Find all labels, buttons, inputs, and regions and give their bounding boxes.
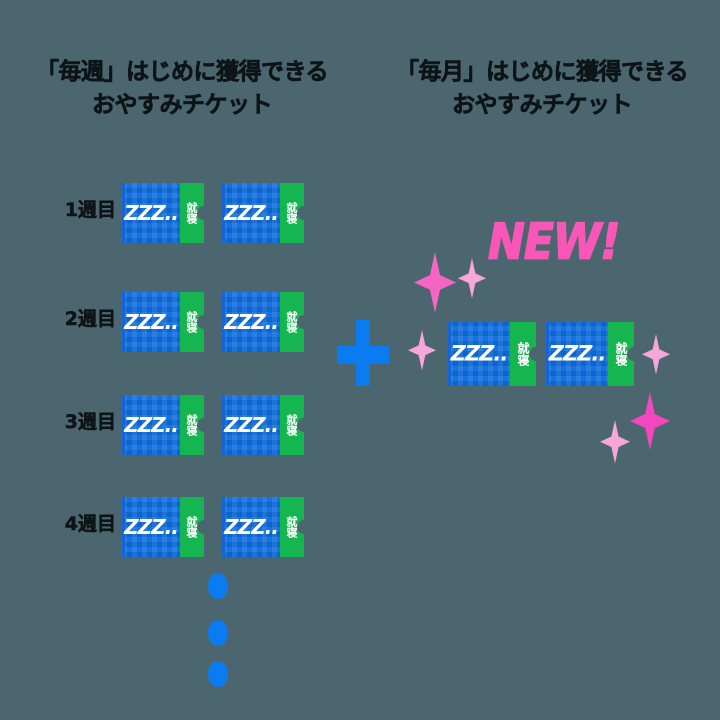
- ticket-body: ZZZ..: [448, 322, 510, 386]
- week-label: 1週目: [64, 199, 117, 222]
- ticket-stub-label: 就寝: [285, 516, 298, 538]
- weekly-section-title: 「毎週」はじめに獲得できる おやすみチケット: [22, 56, 342, 123]
- continuation-dot: [208, 620, 228, 646]
- ticket-zzz-label: ZZZ..: [224, 310, 279, 334]
- ticket-stub-label: 就寝: [285, 311, 298, 333]
- sleep-ticket: ZZZ.. 就寝: [122, 497, 204, 557]
- monthly-section-title: 「毎月」はじめに獲得できる おやすみチケット: [382, 56, 702, 123]
- ticket-body: ZZZ..: [222, 395, 280, 455]
- sleep-ticket: ZZZ.. 就寝: [122, 395, 204, 455]
- ticket-stub-label: 就寝: [185, 202, 198, 224]
- weekly-title-line1: 「毎週」はじめに獲得できる: [35, 59, 329, 86]
- sparkle-icon: [458, 258, 486, 299]
- ticket-zzz-label: ZZZ..: [124, 413, 179, 437]
- ticket-body: ZZZ..: [222, 292, 280, 352]
- ticket-body: ZZZ..: [122, 395, 180, 455]
- sleep-ticket: ZZZ.. 就寝: [222, 395, 304, 455]
- ticket-stub: 就寝: [280, 395, 304, 455]
- sparkle-icon: [408, 330, 436, 371]
- ticket-zzz-label: ZZZ..: [548, 341, 607, 366]
- monthly-title-line2: おやすみチケット: [452, 92, 633, 119]
- ticket-stub: 就寝: [608, 322, 634, 386]
- ticket-body: ZZZ..: [546, 322, 608, 386]
- ticket-body: ZZZ..: [222, 183, 280, 243]
- ticket-zzz-label: ZZZ..: [224, 201, 279, 225]
- sparkle-icon: [642, 334, 670, 375]
- ticket-zzz-label: ZZZ..: [224, 413, 279, 437]
- new-badge: NEW!: [487, 213, 621, 271]
- plus-icon: [337, 320, 389, 386]
- sleep-ticket: ZZZ.. 就寝: [122, 292, 204, 352]
- continuation-dot: [208, 573, 228, 599]
- plus-horizontal-bar: [337, 346, 389, 364]
- week-row: 3週目 ZZZ.. 就寝 ZZZ.. 就寝: [52, 395, 322, 457]
- ticket-body: ZZZ..: [222, 497, 280, 557]
- ticket-zzz-label: ZZZ..: [124, 515, 179, 539]
- ticket-stub: 就寝: [180, 183, 204, 243]
- ticket-zzz-label: ZZZ..: [124, 201, 179, 225]
- sparkle-icon: [414, 252, 456, 313]
- sleep-ticket: ZZZ.. 就寝: [222, 183, 304, 243]
- continuation-dot: [208, 661, 228, 687]
- sleep-ticket: ZZZ.. 就寝: [448, 322, 536, 386]
- ticket-stub-label: 就寝: [285, 202, 298, 224]
- ticket-zzz-label: ZZZ..: [224, 515, 279, 539]
- ticket-body: ZZZ..: [122, 497, 180, 557]
- sleep-ticket: ZZZ.. 就寝: [222, 497, 304, 557]
- ticket-zzz-label: ZZZ..: [450, 341, 509, 366]
- ticket-stub: 就寝: [180, 292, 204, 352]
- monthly-title-line1: 「毎月」はじめに獲得できる: [395, 59, 689, 86]
- ticket-stub-label: 就寝: [185, 311, 198, 333]
- sleep-ticket: ZZZ.. 就寝: [222, 292, 304, 352]
- week-row: 2週目 ZZZ.. 就寝 ZZZ.. 就寝: [52, 292, 322, 354]
- ticket-stub: 就寝: [180, 497, 204, 557]
- ticket-stub-label: 就寝: [516, 342, 530, 366]
- ticket-body: ZZZ..: [122, 292, 180, 352]
- weekly-title-line2: おやすみチケット: [92, 92, 273, 119]
- ticket-stub: 就寝: [280, 497, 304, 557]
- sparkle-icon: [630, 392, 670, 450]
- ticket-stub: 就寝: [280, 183, 304, 243]
- ticket-stub: 就寝: [510, 322, 536, 386]
- ticket-stub: 就寝: [180, 395, 204, 455]
- ticket-body: ZZZ..: [122, 183, 180, 243]
- week-label: 2週目: [64, 308, 117, 331]
- ticket-stub-label: 就寝: [185, 414, 198, 436]
- ticket-stub-label: 就寝: [185, 516, 198, 538]
- sleep-ticket: ZZZ.. 就寝: [546, 322, 634, 386]
- ticket-stub: 就寝: [280, 292, 304, 352]
- week-row: 1週目 ZZZ.. 就寝 ZZZ.. 就寝: [52, 183, 322, 245]
- sparkle-icon: [600, 420, 630, 464]
- week-label: 3週目: [64, 411, 117, 434]
- ticket-zzz-label: ZZZ..: [124, 310, 179, 334]
- ticket-stub-label: 就寝: [614, 342, 628, 366]
- week-label: 4週目: [64, 513, 117, 536]
- ticket-stub-label: 就寝: [285, 414, 298, 436]
- week-row: 4週目 ZZZ.. 就寝 ZZZ.. 就寝: [52, 497, 322, 559]
- sleep-ticket: ZZZ.. 就寝: [122, 183, 204, 243]
